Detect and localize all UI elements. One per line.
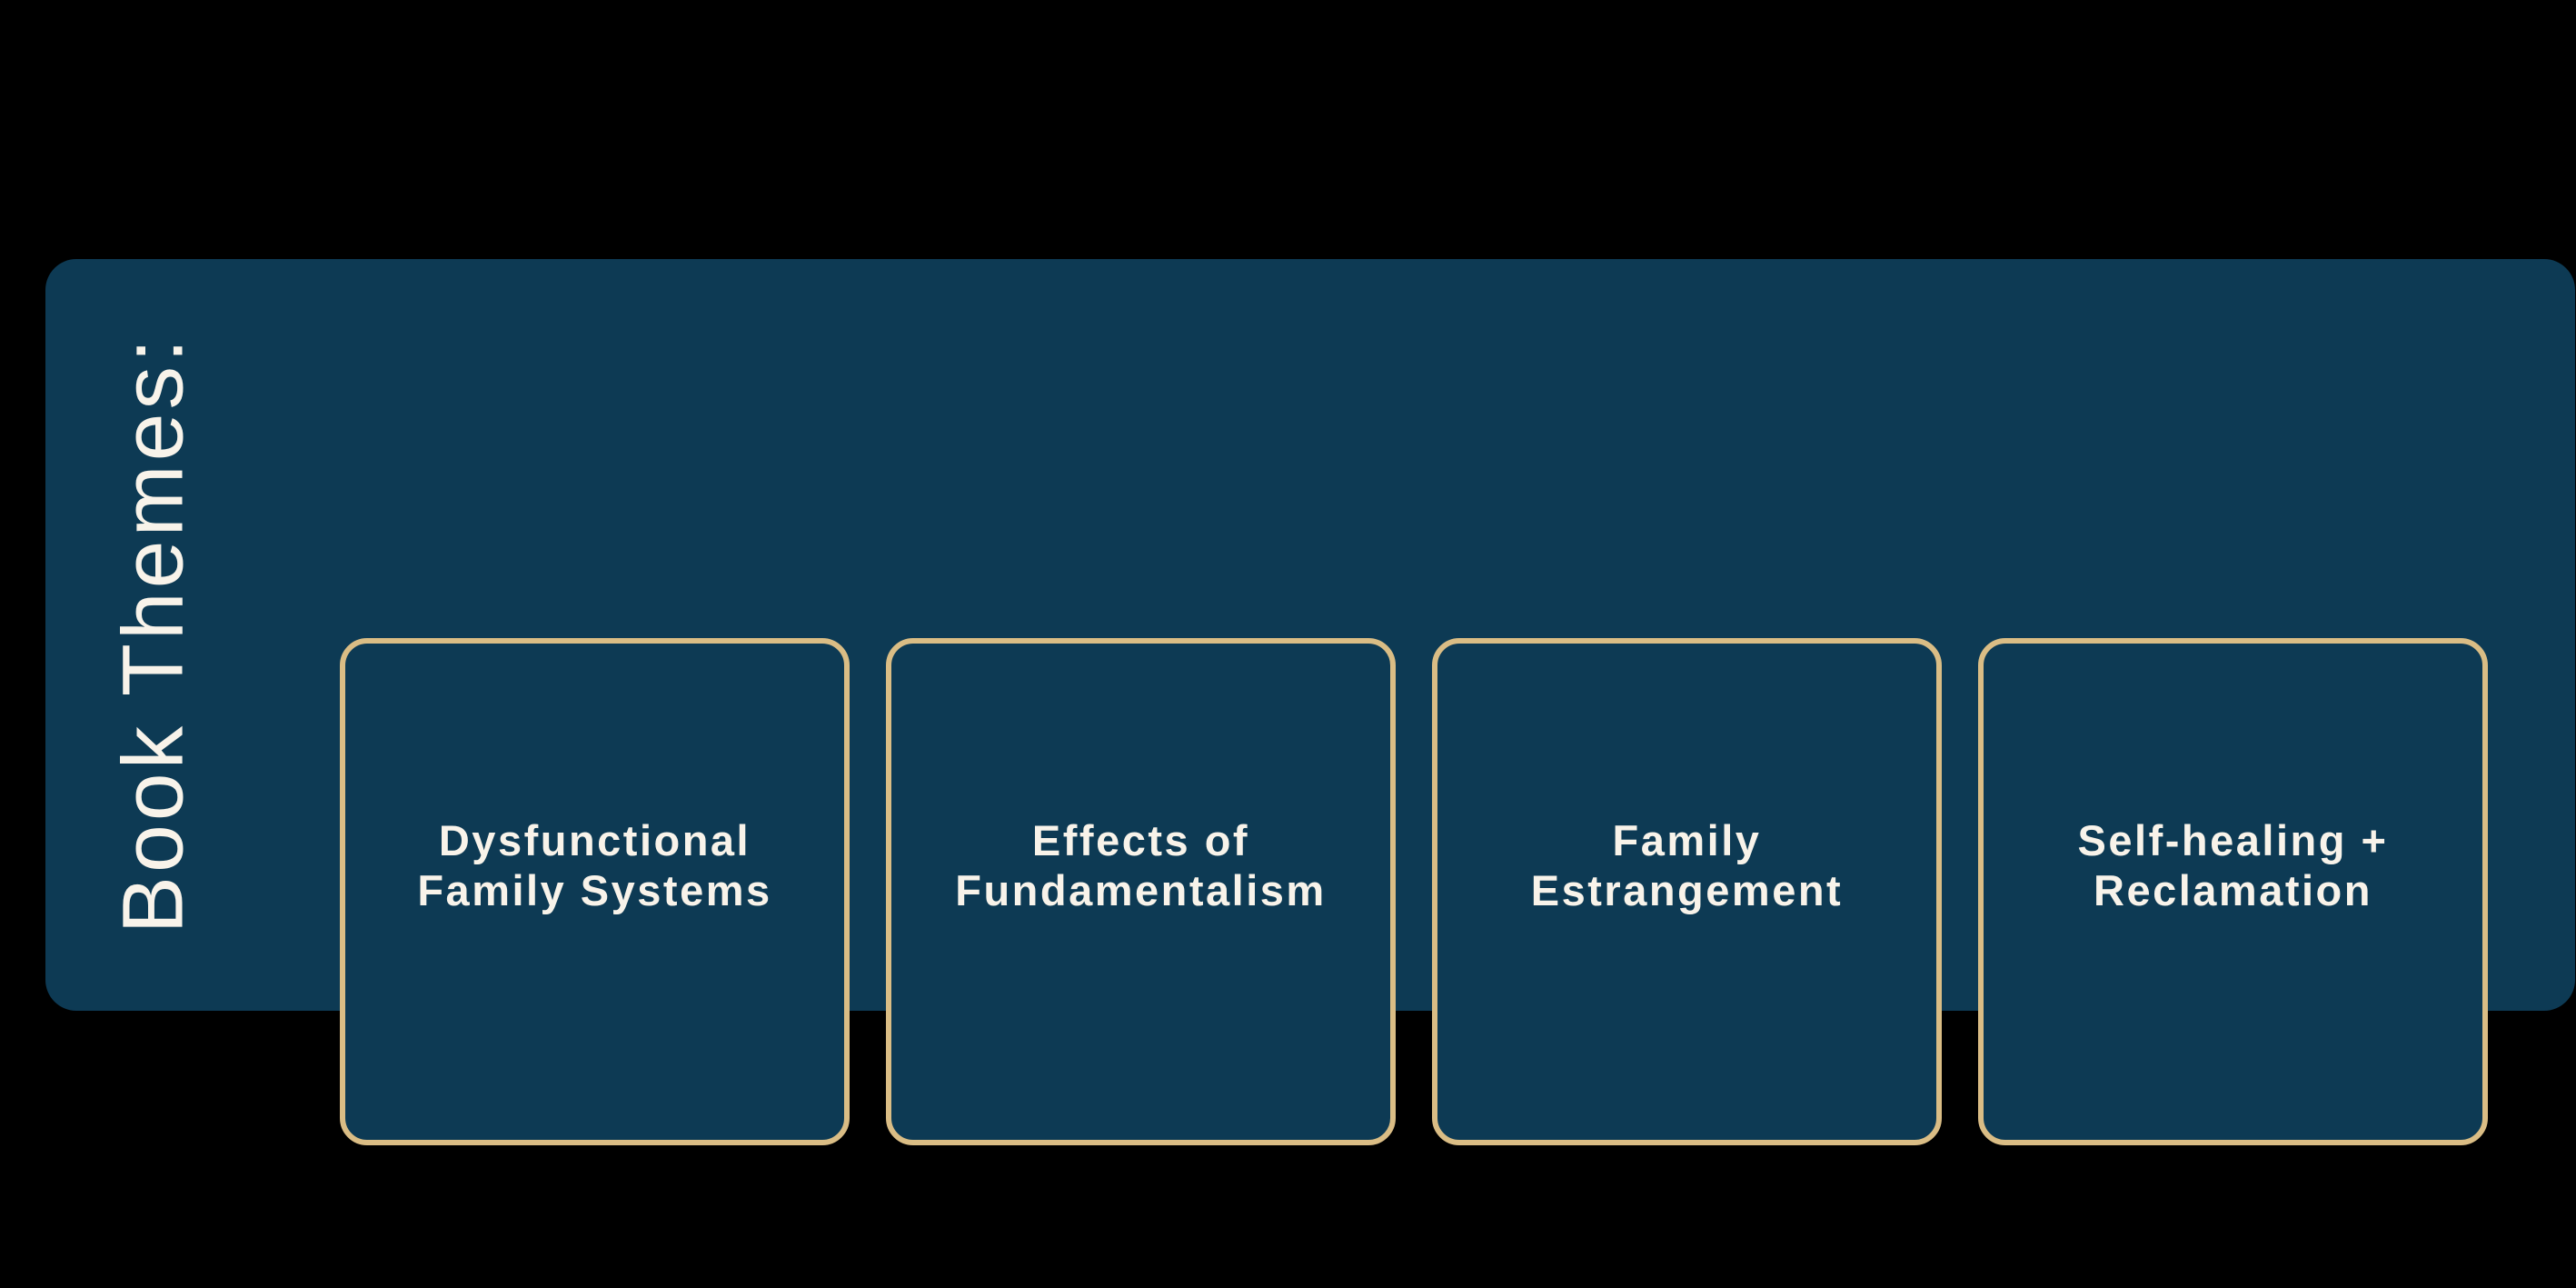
book-themes-panel: Dysfunctional Family Systems Effects of … [45,259,2575,1145]
theme-card-dysfunctional-family-systems: Dysfunctional Family Systems [340,638,850,1145]
theme-card-self-healing-reclamation: Self-healing + Reclamation [1978,638,2488,1145]
theme-card-family-estrangement: Family Estrangement [1432,638,1942,1145]
theme-cards-row: Dysfunctional Family Systems Effects of … [340,638,2488,1145]
book-themes-title: Book Themes: [104,334,202,934]
theme-card-label: Effects of Fundamentalism [955,816,1327,914]
theme-card-label: Family Estrangement [1530,816,1844,914]
theme-card-label: Dysfunctional Family Systems [417,816,772,914]
theme-card-label: Self-healing + Reclamation [2077,816,2389,914]
theme-card-effects-of-fundamentalism: Effects of Fundamentalism [886,638,1396,1145]
